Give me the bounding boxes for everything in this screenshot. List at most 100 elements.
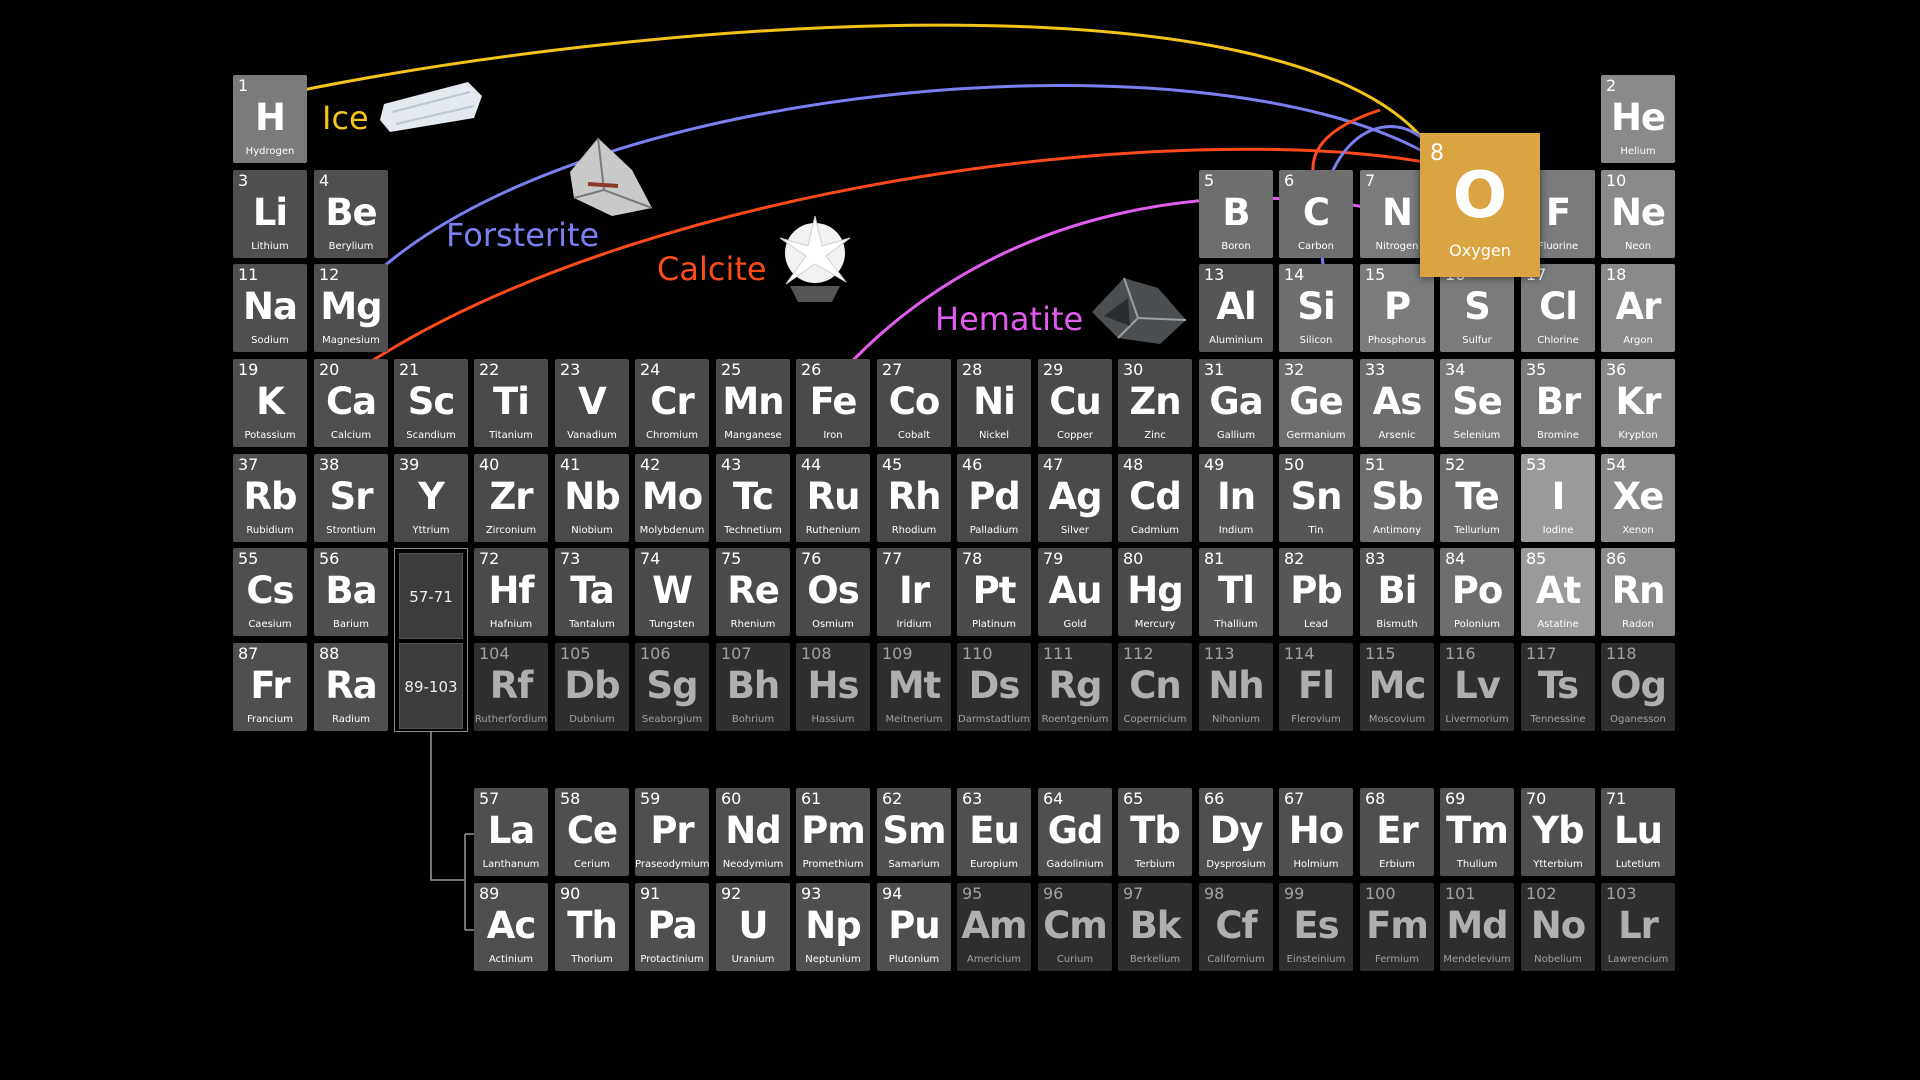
element-tile-s[interactable]: 16SSulfur	[1440, 264, 1514, 352]
actinide-placeholder[interactable]: 89-103	[399, 643, 463, 729]
lanthanide-placeholder[interactable]: 57-71	[399, 553, 463, 639]
element-tile-cl[interactable]: 17ClChlorine	[1521, 264, 1595, 352]
featured-element-oxygen[interactable]: 8 O Oxygen	[1420, 133, 1540, 277]
